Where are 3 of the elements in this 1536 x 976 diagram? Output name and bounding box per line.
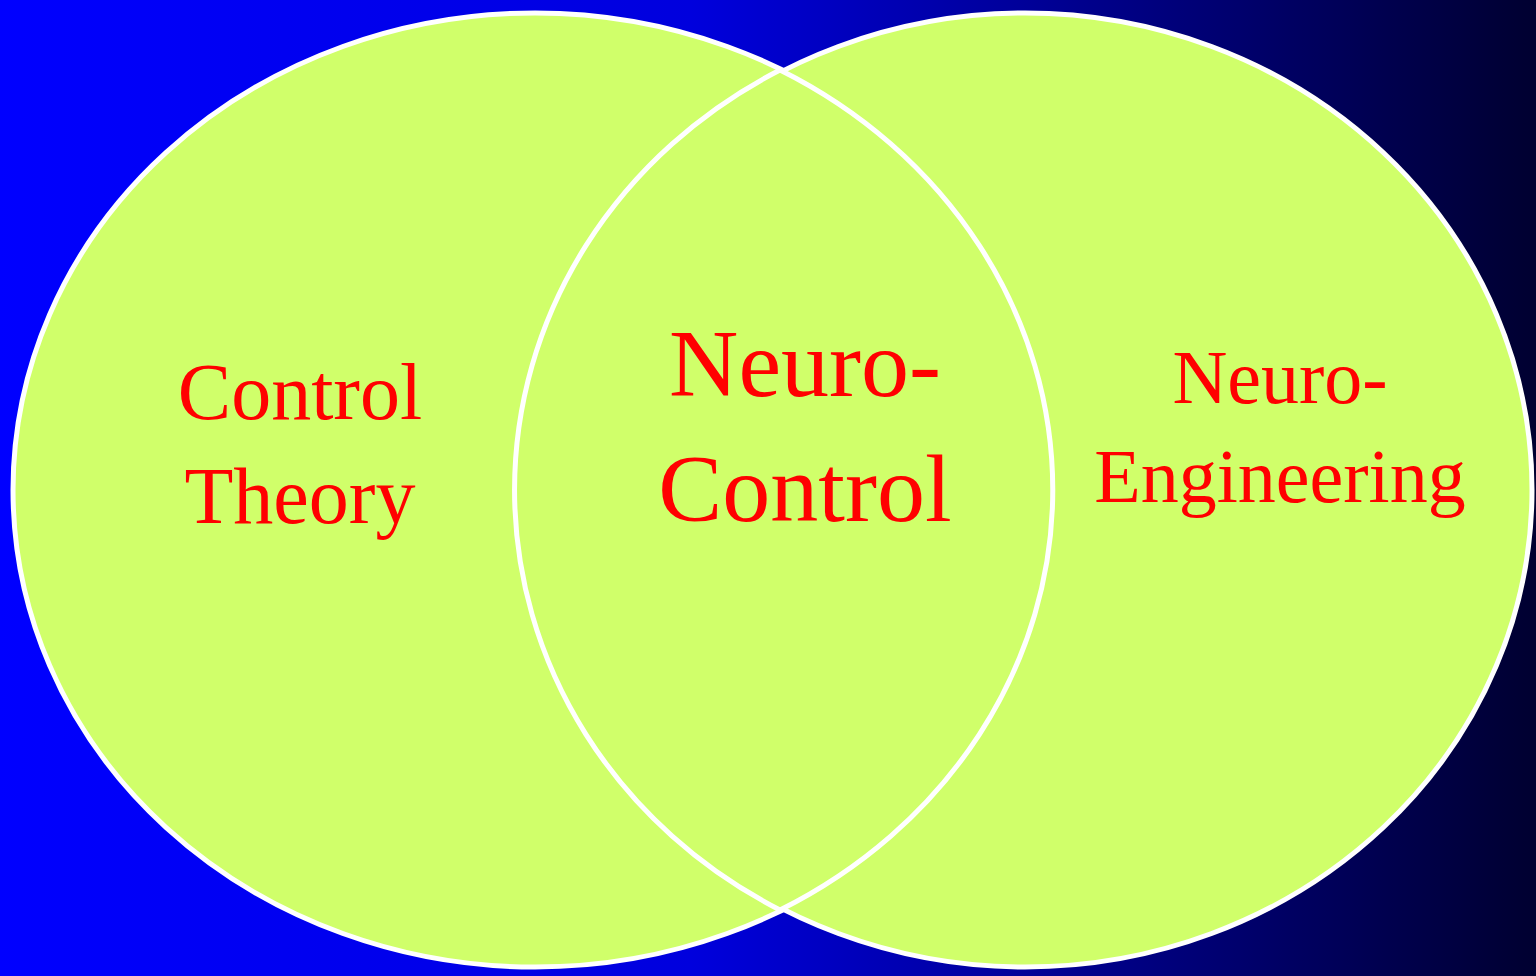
circle-label: Control Theory (176, 347, 424, 542)
circle-label: Neuro- Engineering (1093, 334, 1467, 520)
overlap-label: Neuro- Control (657, 309, 953, 544)
